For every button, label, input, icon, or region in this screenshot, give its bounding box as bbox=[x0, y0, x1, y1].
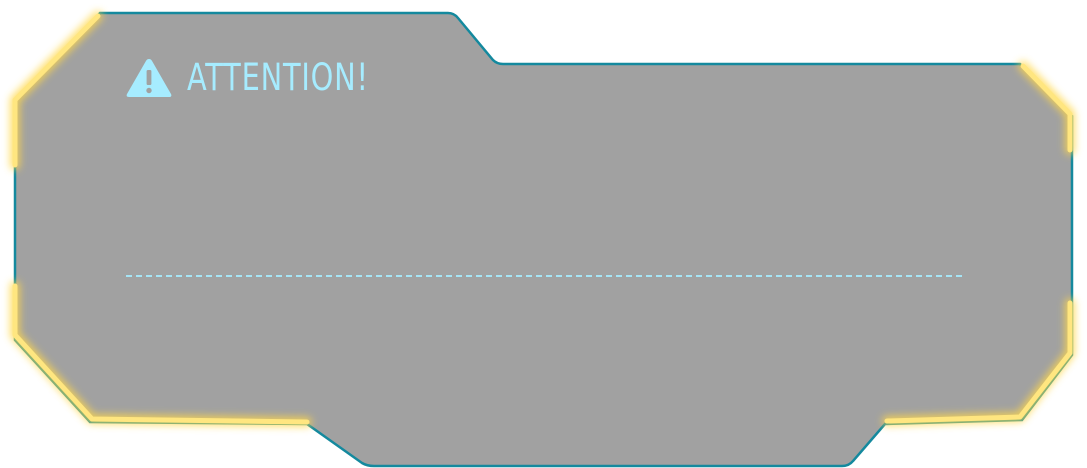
warning-triangle-icon bbox=[126, 59, 172, 97]
dialog-title: ATTENTION! bbox=[187, 56, 369, 99]
glow-accents bbox=[10, 11, 1075, 427]
dashed-divider bbox=[126, 275, 962, 277]
dialog-header: ATTENTION! bbox=[125, 56, 420, 100]
